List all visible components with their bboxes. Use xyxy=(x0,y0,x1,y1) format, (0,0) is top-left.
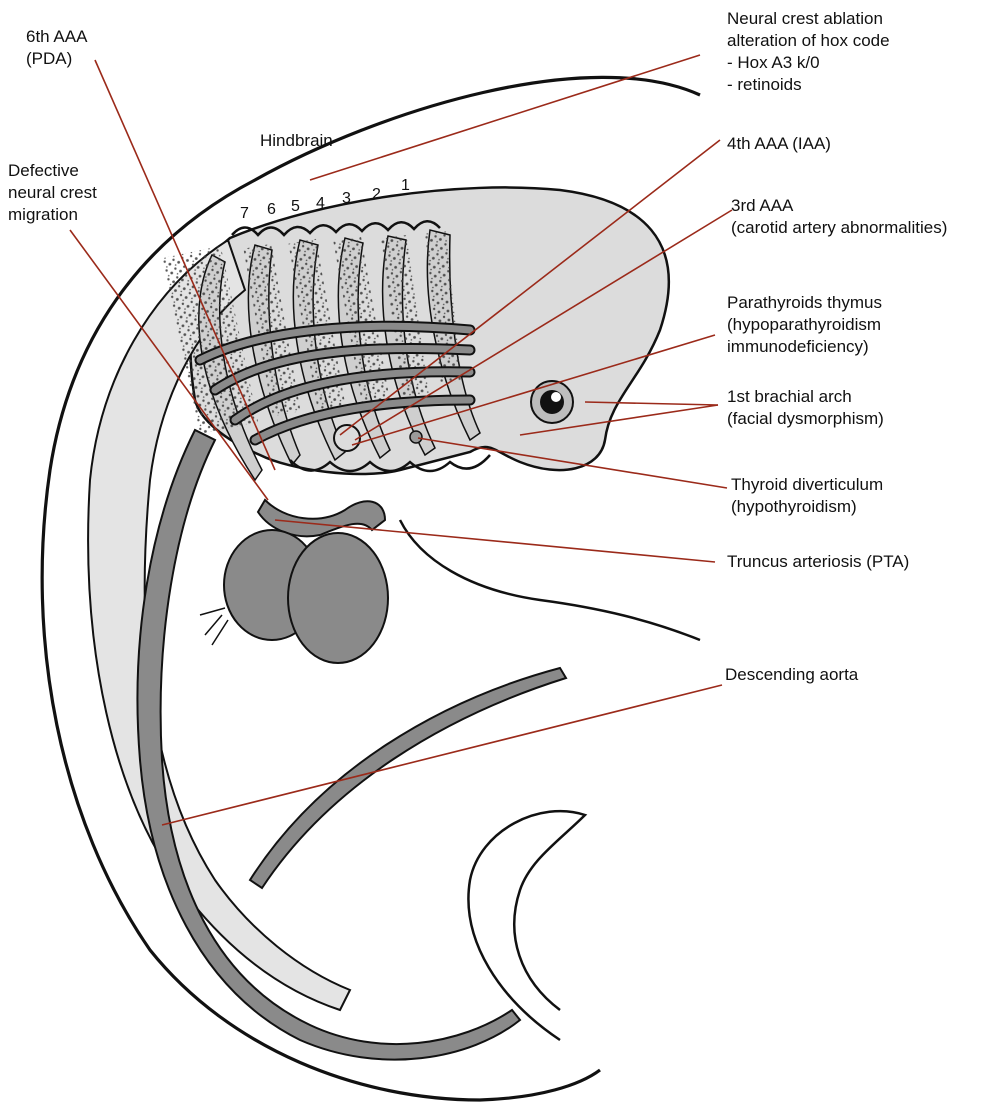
label-parathyroid-line-2: (hypoparathyroidism xyxy=(727,314,882,336)
leader-aorta xyxy=(162,685,722,825)
label-neural-crest-line-1: Defective xyxy=(8,160,97,182)
rhombomere-3: 3 xyxy=(342,190,351,208)
tail-outline xyxy=(468,811,585,1040)
label-thyroid-line-1: Thyroid diverticulum xyxy=(731,474,883,496)
umbilical-vessel xyxy=(250,668,566,888)
label-ablation-line-4: - retinoids xyxy=(727,74,890,96)
label-ablation-line-3: - Hox A3 k/0 xyxy=(727,52,890,74)
label-hindbrain: Hindbrain xyxy=(260,130,333,152)
rhombomere-2: 2 xyxy=(372,186,381,204)
eye xyxy=(531,381,573,423)
rhombomere-7: 7 xyxy=(240,205,249,223)
label-brachial-line-1: 1st brachial arch xyxy=(727,386,884,408)
leader-ablation xyxy=(310,55,700,180)
rhombomere-1: 1 xyxy=(401,177,410,195)
label-ablation-line-2: alteration of hox code xyxy=(727,30,890,52)
label-neural-crest-migration: Defective neural crest migration xyxy=(8,160,97,226)
label-thyroid-line-2: (hypothyroidism) xyxy=(731,496,883,518)
rhombomere-6: 6 xyxy=(267,201,276,219)
heart xyxy=(200,530,388,663)
thyroid-diverticulum xyxy=(410,431,422,443)
label-carotid: 3rd AAA (carotid artery abnormalities) xyxy=(731,195,947,239)
label-ablation-line-1: Neural crest ablation xyxy=(727,8,890,30)
label-pda-line-1: 6th AAA xyxy=(26,26,87,48)
label-neural-crest-line-3: migration xyxy=(8,204,97,226)
label-brachial-arch: 1st brachial arch (facial dysmorphism) xyxy=(727,386,884,430)
lower-body-outline xyxy=(400,520,700,640)
label-parathyroid-line-3: immunodeficiency) xyxy=(727,336,882,358)
label-parathyroids: Parathyroids thymus (hypoparathyroidism … xyxy=(727,292,882,358)
label-neural-crest-line-2: neural crest xyxy=(8,182,97,204)
rhombomere-5: 5 xyxy=(291,198,300,216)
rhombomere-4: 4 xyxy=(316,195,325,213)
label-pda: 6th AAA (PDA) xyxy=(26,26,87,70)
label-pda-line-2: (PDA) xyxy=(26,48,87,70)
label-brachial-line-2: (facial dysmorphism) xyxy=(727,408,884,430)
label-neural-crest-ablation: Neural crest ablation alteration of hox … xyxy=(727,8,890,96)
label-truncus: Truncus arteriosis (PTA) xyxy=(727,551,909,573)
label-carotid-line-2: (carotid artery abnormalities) xyxy=(731,217,947,239)
label-carotid-line-1: 3rd AAA xyxy=(731,195,947,217)
label-descending-aorta: Descending aorta xyxy=(725,664,858,686)
label-thyroid-diverticulum: Thyroid diverticulum (hypothyroidism) xyxy=(731,474,883,518)
label-iaa: 4th AAA (IAA) xyxy=(727,133,831,155)
label-parathyroid-line-1: Parathyroids thymus xyxy=(727,292,882,314)
